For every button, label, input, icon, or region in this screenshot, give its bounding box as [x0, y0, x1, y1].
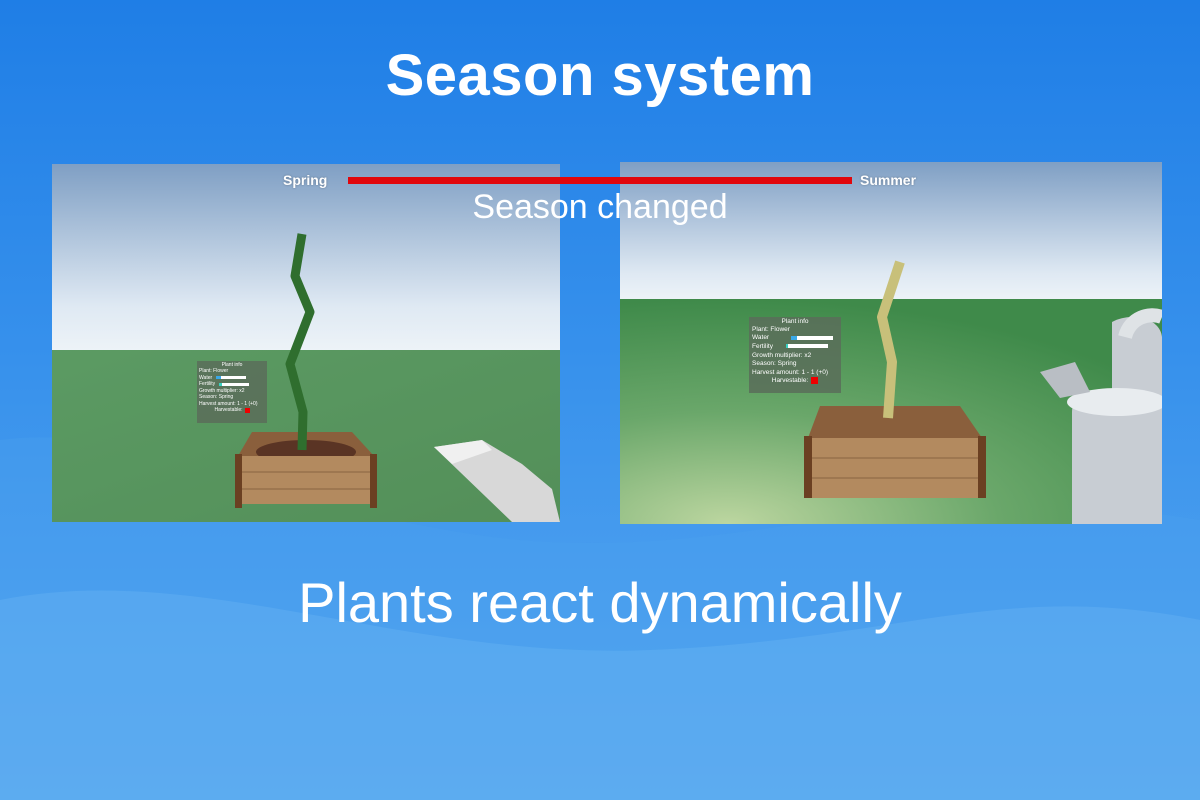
fertility-label: Fertility: [752, 342, 773, 350]
growth-multiplier: Growth multiplier: x2: [752, 351, 812, 359]
water-row: Water: [199, 375, 265, 382]
water-bar: [791, 335, 834, 340]
plant-info-panel: Plant info Plant: Flower Water Fertility…: [749, 317, 841, 393]
plant-stem: [877, 260, 905, 419]
slide-title: Season system: [385, 43, 815, 108]
fertility-bar: [785, 344, 828, 349]
panel-title: Plant info: [221, 362, 243, 368]
harvestable-label: Harvestable:: [214, 407, 243, 414]
harvestable-row: Harvestable:: [752, 377, 838, 386]
harvestable-indicator: [244, 407, 250, 413]
plant-stem: [285, 233, 315, 451]
harvest-amount: Harvest amount: 1 - 1 (+0): [199, 400, 258, 407]
plant-name: Plant: Flower: [199, 368, 229, 375]
panel-title: Plant info: [781, 318, 809, 325]
slide-subtitle: Plants react dynamically: [298, 571, 902, 634]
harvestable-indicator: [811, 377, 819, 385]
summer-screenshot: Plant info Plant: Flower Water Fertility…: [620, 162, 1162, 524]
plant-name: Plant: Flower: [752, 325, 790, 333]
spring-screenshot: Plant info Plant: Flower Water Fertility…: [52, 164, 560, 522]
harvestable-label: Harvestable:: [771, 377, 809, 385]
fertility-label: Fertility: [199, 381, 216, 388]
growth-multiplier: Growth multiplier: x2: [199, 387, 245, 394]
harvest-amount: Harvest amount: 1 - 1 (+0): [752, 368, 829, 376]
water-bar: [216, 376, 247, 380]
harvestable-row: Harvestable:: [199, 407, 265, 414]
water-row: Water: [752, 334, 838, 343]
water-label: Water: [199, 374, 213, 381]
water-label: Water: [752, 334, 770, 342]
season-info: Season: Spring: [752, 360, 797, 368]
fertility-bar: [219, 382, 250, 386]
season-info: Season: Spring: [199, 394, 234, 401]
fertility-row: Fertility: [199, 381, 265, 388]
fertility-row: Fertility: [752, 342, 838, 351]
plant-info-panel: Plant info Plant: Flower Water Fertility…: [197, 361, 267, 423]
